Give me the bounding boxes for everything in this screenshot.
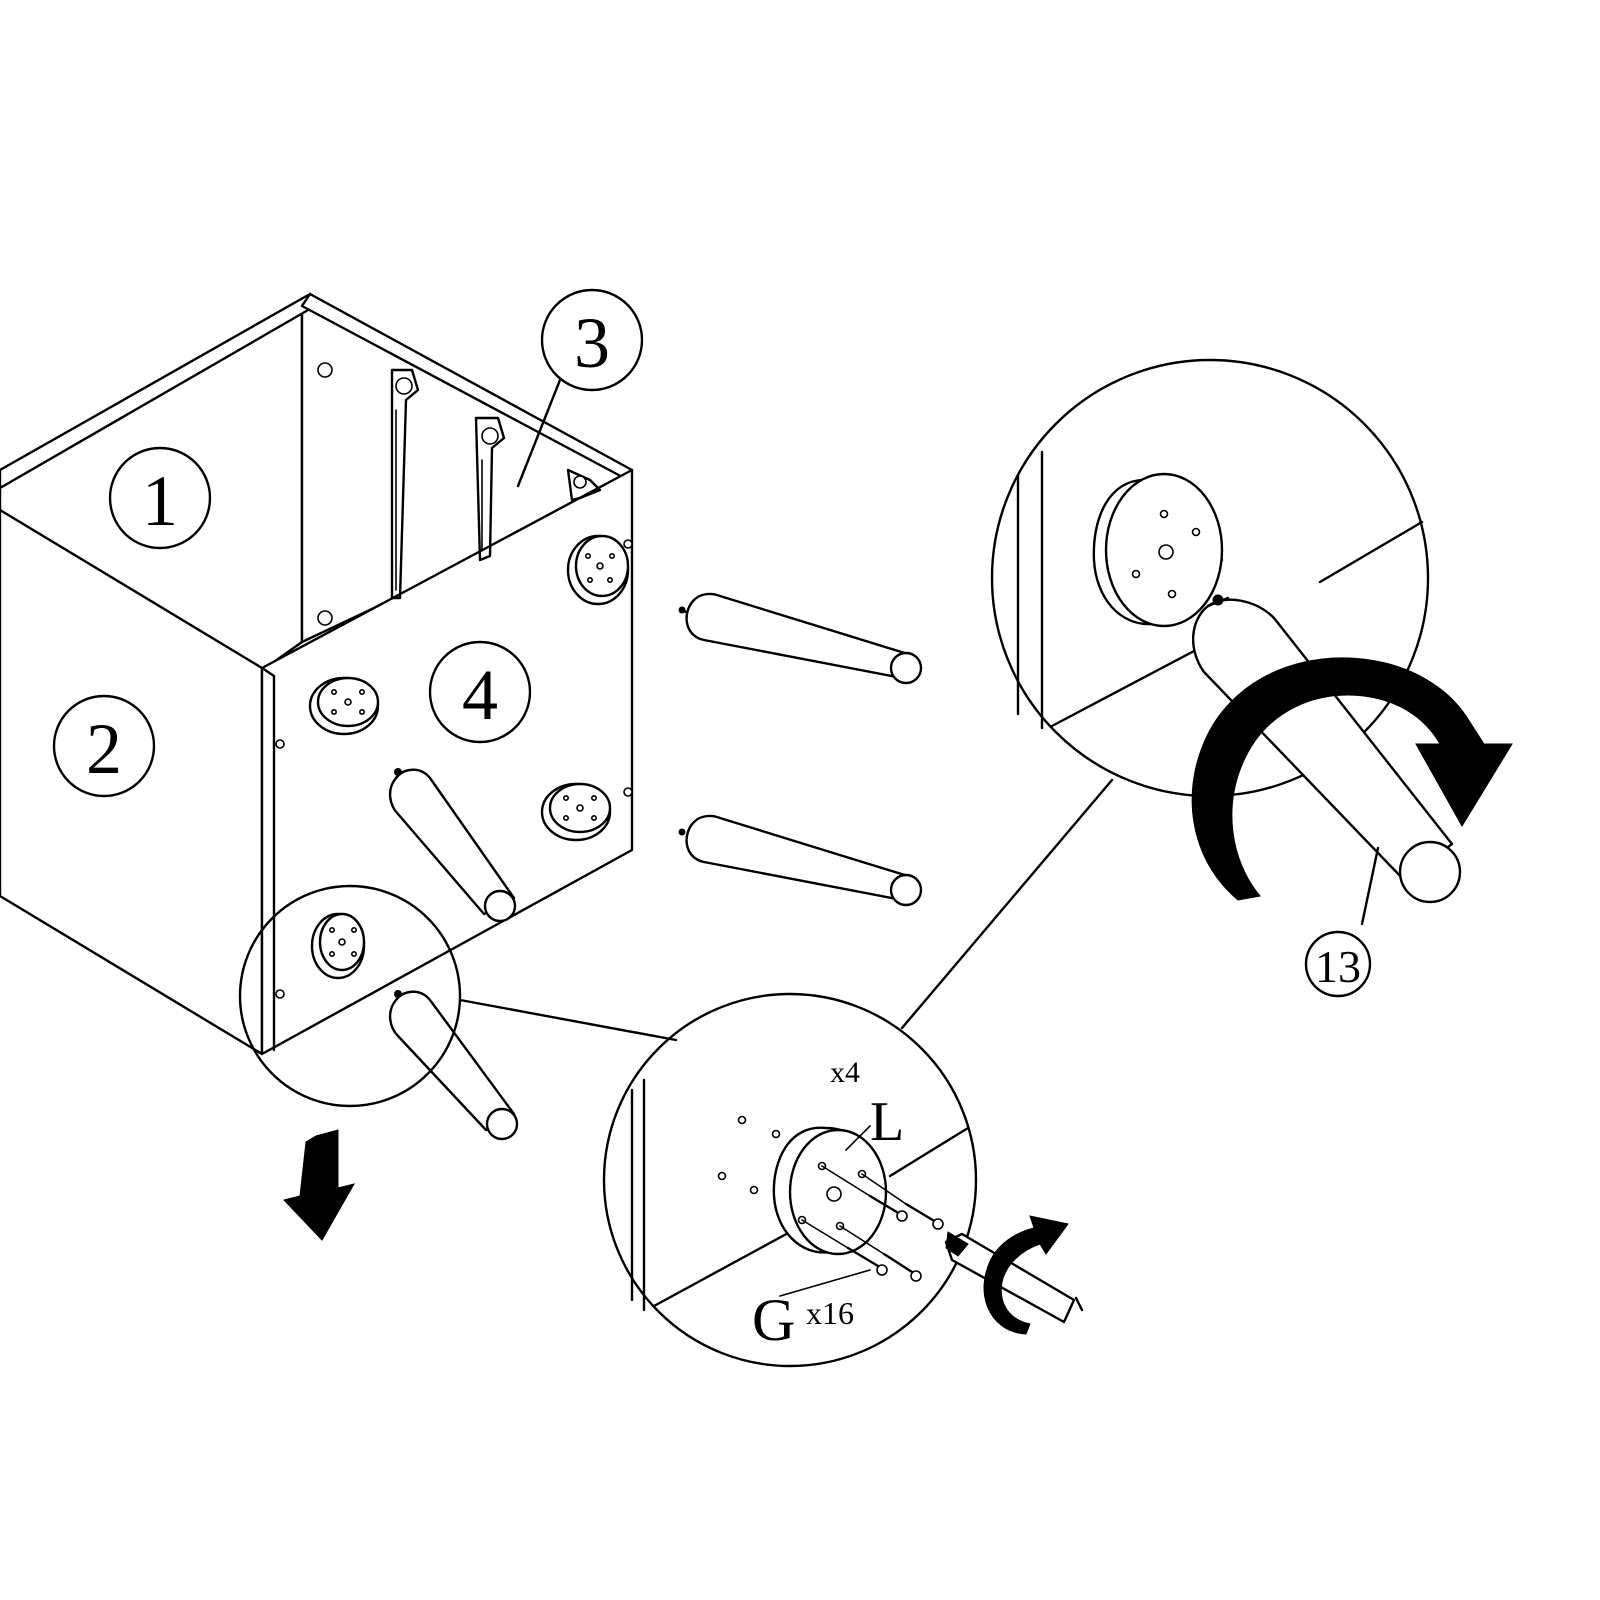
part-label-13: 13 — [1304, 846, 1380, 998]
hardware-l-label: L — [870, 1091, 904, 1153]
hardware-g-qty: x16 — [806, 1295, 854, 1331]
svg-text:2: 2 — [86, 709, 122, 789]
svg-text:13: 13 — [1315, 941, 1361, 992]
screw — [801, 1219, 888, 1276]
screwdriver-icon — [944, 1231, 1084, 1324]
cabinet — [0, 292, 634, 1056]
detail-view-leg — [990, 358, 1462, 904]
mounting-plate — [540, 782, 612, 842]
mounting-plate — [310, 912, 366, 980]
part-label-2: 2 — [52, 694, 156, 798]
part-label-3: 3 — [516, 288, 644, 488]
svg-text:3: 3 — [574, 303, 610, 383]
svg-text:4: 4 — [462, 655, 498, 735]
part-label-1: 1 — [108, 446, 212, 550]
leg — [678, 592, 923, 685]
hardware-g-label: G — [752, 1287, 795, 1353]
rotate-arrow-icon — [983, 1215, 1069, 1335]
leg — [388, 990, 519, 1141]
detail-view-screws — [602, 992, 978, 1368]
detail-callout-circle — [238, 884, 462, 1108]
panel-4-bottom — [260, 468, 634, 1056]
leg — [678, 814, 923, 907]
screw — [839, 1225, 922, 1282]
down-arrow-icon — [283, 1129, 356, 1241]
mounting-plate — [566, 534, 630, 606]
svg-text:1: 1 — [142, 461, 178, 541]
screw — [821, 1165, 908, 1222]
rotate-arrow-icon — [1191, 657, 1513, 901]
screw — [861, 1173, 944, 1230]
hardware-l-qty: x4 — [830, 1056, 860, 1089]
leg — [388, 768, 517, 923]
mounting-plate — [308, 676, 380, 736]
part-label-4: 4 — [428, 640, 532, 744]
drawer-runners — [390, 368, 602, 600]
